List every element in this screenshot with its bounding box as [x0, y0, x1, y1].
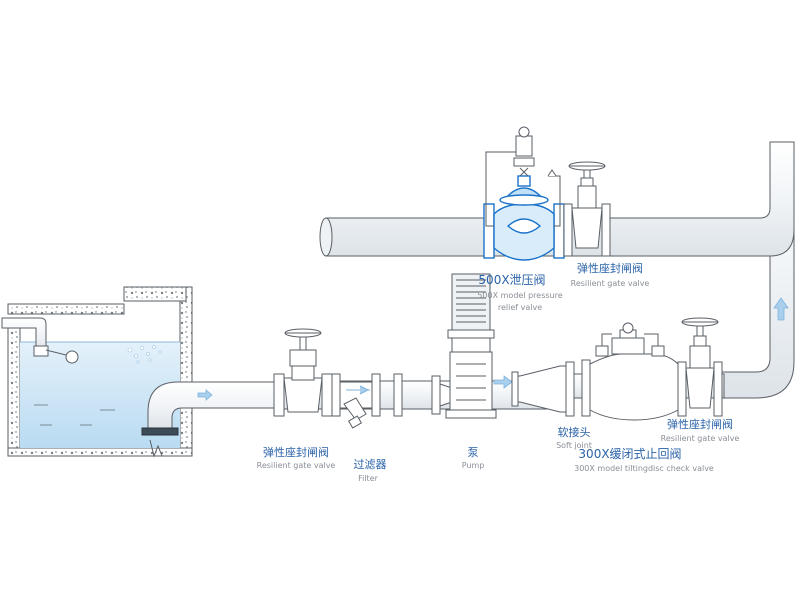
- label-check-valve-cn: 300X缓闭式止回阀: [578, 447, 681, 461]
- label-gate-right-en: Resilient gate valve: [661, 434, 740, 443]
- suction-pipe: [147, 381, 275, 431]
- flow-arrow-up-1: [773, 297, 789, 321]
- label-gate-right-cn: 弹性座封闸阀: [667, 417, 733, 431]
- float-valve-body: [33, 345, 49, 357]
- foot-valve: [141, 427, 179, 436]
- gate-valve-left: [273, 328, 333, 417]
- label-filter-en: Filter: [358, 474, 379, 483]
- label-gate-top-cn: 弹性座封闸阀: [577, 261, 643, 275]
- label-check-valve-en: 300X model tiltingdisc check valve: [574, 464, 714, 473]
- water-tank: [1, 286, 275, 458]
- top-branch-pipe: [325, 141, 795, 257]
- flow-arrow-2: [493, 375, 513, 389]
- pipe-flanges: [393, 373, 453, 417]
- label-gate-top-en: Resilient gate valve: [571, 279, 650, 288]
- flow-arrow-1: [197, 389, 213, 401]
- tank-wall-top-right: [123, 286, 187, 302]
- water-bubbles: [127, 345, 162, 364]
- tank-wall-left: [7, 325, 21, 455]
- check-valve-300x: [581, 322, 679, 421]
- label-pump-en: Pump: [462, 461, 485, 470]
- pump-body: [449, 351, 493, 411]
- pressure-relief-valve-500x: [483, 126, 565, 261]
- label-soft-joint-cn: 软接头: [558, 425, 591, 439]
- top-pipe-end: [319, 217, 333, 257]
- soft-joint: [511, 361, 575, 417]
- labels: 500X泄压阀 500X model pressure relief valve…: [257, 261, 740, 483]
- float-ball: [65, 350, 79, 364]
- label-soft-joint-en: Soft joint: [556, 441, 592, 450]
- label-pump-cn: 泵: [468, 446, 479, 459]
- label-gate-left-en: Resilient gate valve: [257, 461, 336, 470]
- gate-valve-right: [677, 317, 723, 417]
- label-pressure-relief-cn: 500X泄压阀: [478, 273, 545, 287]
- tank-inlet-pipe: [1, 317, 47, 353]
- label-filter-cn: 过滤器: [354, 458, 387, 471]
- pump-motor: [451, 273, 491, 331]
- vertical-pump: [445, 273, 497, 419]
- label-gate-left-cn: 弹性座封闸阀: [263, 445, 329, 459]
- label-pressure-relief-en-1: 500X model pressure: [477, 291, 562, 300]
- tank-floor: [7, 447, 193, 457]
- gate-valve-top: [563, 161, 611, 257]
- tank-wall-right: [179, 286, 193, 455]
- top-pipeline: [319, 141, 795, 257]
- tank-wall-top-left: [7, 303, 125, 315]
- label-pressure-relief-en-2: relief valve: [498, 303, 542, 312]
- y-filter: [331, 373, 381, 429]
